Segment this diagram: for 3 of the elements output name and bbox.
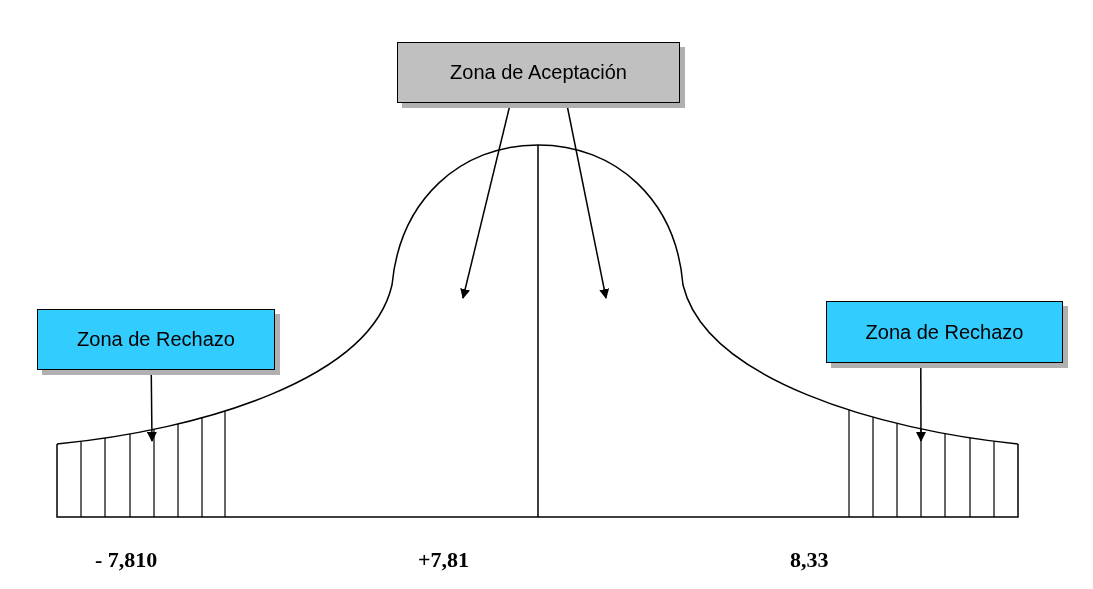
axis-value-label: +7,81: [418, 547, 470, 573]
axis-value-label: 8,33: [790, 547, 829, 573]
axis-value-label: - 7,810: [95, 547, 158, 573]
